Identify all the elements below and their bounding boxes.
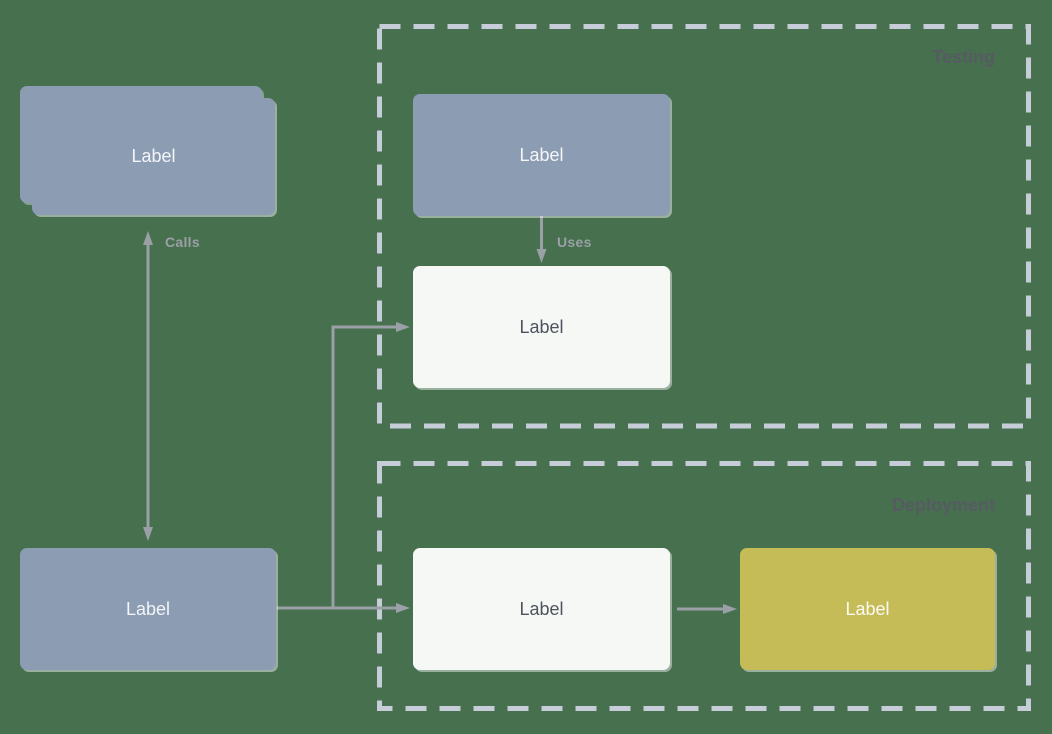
deployment-container-border[interactable] <box>377 461 1031 711</box>
testing-container-border[interactable] <box>377 24 1031 429</box>
deployment-arrow[interactable] <box>677 604 737 614</box>
stacked-node[interactable]: Label <box>32 98 275 215</box>
uses-arrow[interactable] <box>536 216 547 263</box>
calls-arrow[interactable] <box>143 231 153 541</box>
arrowhead-down-icon <box>536 249 547 263</box>
node-label: Label <box>845 598 890 619</box>
node-label: Label <box>519 316 564 337</box>
node-label: Label <box>131 146 176 166</box>
arrowhead-up-icon <box>143 231 153 245</box>
node-label: Label <box>125 598 171 619</box>
deployment-container-label[interactable]: Deployment <box>891 495 995 515</box>
node-label: Label <box>519 598 564 619</box>
testing-white-node[interactable]: Label <box>413 266 670 388</box>
main-connector-arrow[interactable] <box>277 603 410 613</box>
arrowhead-right-icon <box>723 604 737 614</box>
testing-container-label[interactable]: Testing <box>932 47 995 67</box>
calls-edge-label[interactable]: Calls <box>165 234 200 250</box>
uses-edge-label[interactable]: Uses <box>557 234 592 250</box>
arrowhead-right-icon <box>396 322 410 332</box>
node-label: Label <box>519 144 564 165</box>
arrowhead-right-icon <box>396 603 410 613</box>
deployment-yellow-node[interactable]: Label <box>740 548 995 670</box>
branch-connector-arrow[interactable] <box>331 322 410 608</box>
left-bottom-node[interactable]: Label <box>20 548 276 670</box>
testing-blue-node[interactable]: Label <box>413 94 670 216</box>
arrowhead-down-icon <box>143 527 153 541</box>
deployment-white-node[interactable]: Label <box>413 548 670 670</box>
